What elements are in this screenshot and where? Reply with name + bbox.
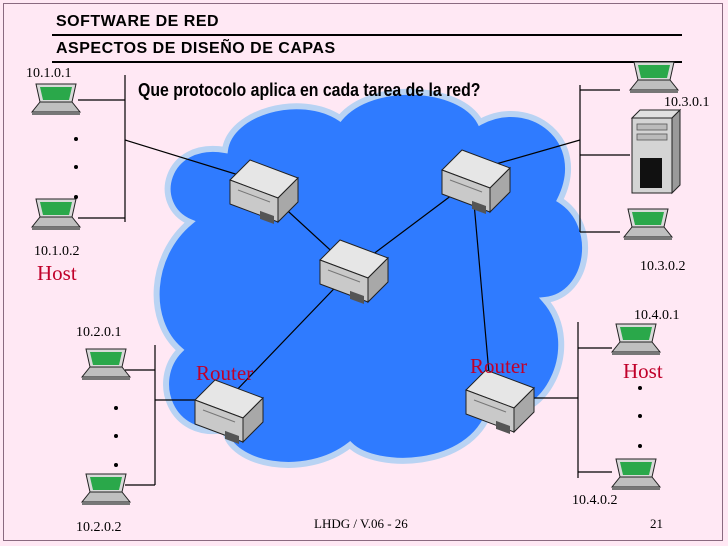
laptop-icon — [629, 61, 679, 94]
laptop-icon — [81, 473, 131, 506]
slide-frame — [3, 3, 723, 541]
router-label-right: Router — [470, 354, 528, 378]
footer-version: LHDG / V.06 - 26 — [314, 516, 408, 531]
ellipsis-dot — [638, 444, 642, 448]
ip-net2-first: 10.2.0.1 — [76, 325, 122, 340]
subtitle-underline — [52, 61, 682, 63]
router-label-left: Router — [196, 361, 254, 385]
server-icon — [630, 108, 682, 195]
title-underline — [52, 34, 682, 36]
laptop-icon — [31, 198, 81, 231]
ip-net2-last: 10.2.0.2 — [76, 520, 122, 535]
ip-net3-last: 10.3.0.2 — [640, 259, 686, 274]
ellipsis-dot — [638, 414, 642, 418]
ellipsis-dot — [114, 406, 118, 410]
ellipsis-dot — [114, 463, 118, 467]
ellipsis-dot — [74, 195, 78, 199]
ip-net1-first: 10.1.0.1 — [26, 66, 72, 81]
ellipsis-dot — [74, 165, 78, 169]
laptop-icon — [623, 208, 673, 241]
ellipsis-dot — [114, 434, 118, 438]
host-label-right: Host — [623, 359, 663, 383]
ellipsis-dot — [74, 137, 78, 141]
laptop-icon — [81, 348, 131, 381]
slide-subtitle: ASPECTOS DE DISEÑO DE CAPAS — [56, 40, 336, 57]
question-text: Que protocolo aplica en cada tarea de la… — [138, 80, 481, 100]
slide-title: SOFTWARE DE RED — [56, 13, 220, 30]
laptop-icon — [611, 323, 661, 356]
laptop-icon — [611, 458, 661, 491]
laptop-icon — [31, 83, 81, 116]
lan-buses — [78, 75, 630, 486]
ip-net4-last: 10.4.0.2 — [572, 493, 618, 508]
ip-net1-last: 10.1.0.2 — [34, 244, 80, 259]
ellipsis-dot — [638, 386, 642, 390]
footer-page-number: 21 — [650, 516, 663, 531]
ip-net3-first: 10.3.0.1 — [664, 95, 710, 110]
host-label-left: Host — [37, 261, 77, 285]
ip-net4-first: 10.4.0.1 — [634, 308, 680, 323]
